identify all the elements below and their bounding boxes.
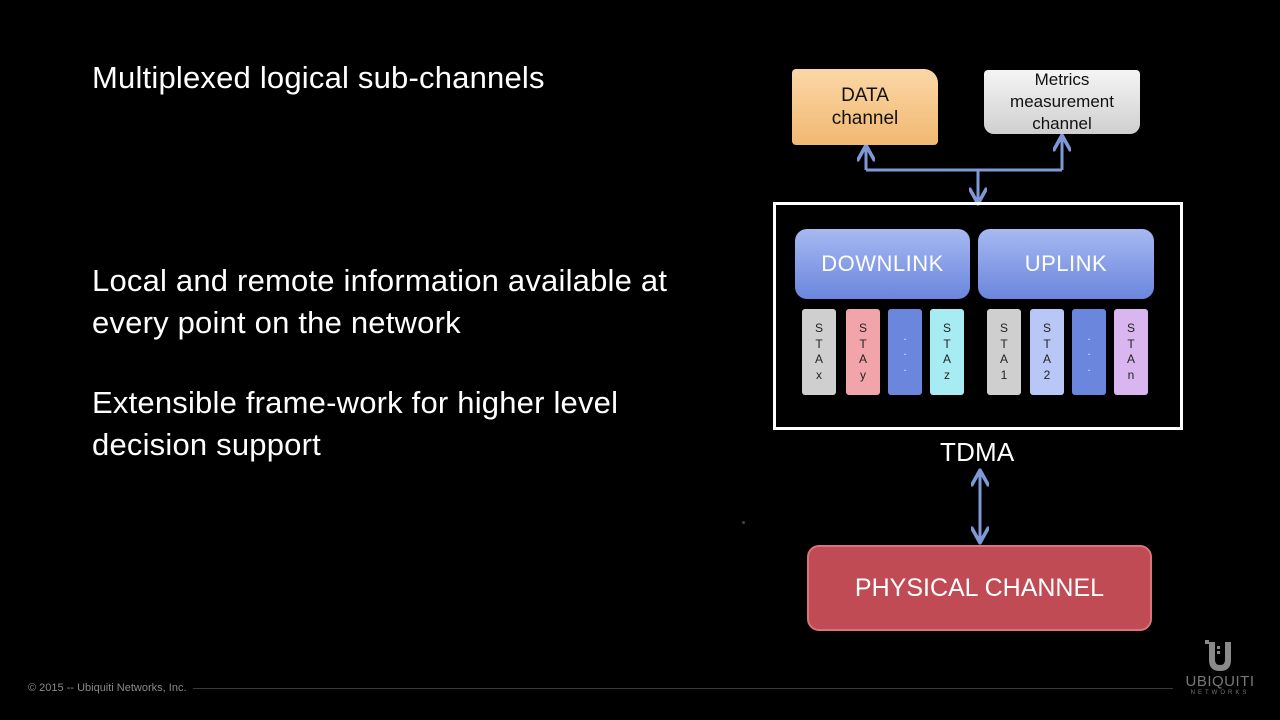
slot-char: T	[1000, 336, 1008, 351]
slot-char: A	[1126, 352, 1135, 366]
slot-char: .	[903, 344, 907, 359]
slot-char: n	[1127, 367, 1135, 382]
slot-char: S	[858, 321, 867, 335]
bullet-local-remote: Local and remote information available a…	[92, 263, 668, 340]
ubiquiti-u-icon	[1205, 640, 1231, 671]
slot-char: T	[943, 336, 951, 351]
uplink-slot-3: ...	[1072, 309, 1106, 395]
slot-char: A	[999, 352, 1008, 366]
slot-char: z	[944, 367, 950, 382]
slot-char: .	[1087, 359, 1091, 374]
data-channel-label: DATA channel	[831, 85, 899, 129]
downlink-label: DOWNLINK	[821, 251, 944, 276]
slide-title: Multiplexed logical sub-channels	[92, 60, 545, 95]
tdma-frame	[773, 202, 1183, 430]
slot-char: .	[903, 359, 907, 374]
metrics-channel-box: Metrics measurement channel	[984, 70, 1140, 134]
slot-char: x	[816, 367, 822, 382]
slot-char: T	[1043, 336, 1051, 351]
slot-char: S	[1126, 321, 1135, 335]
slot-char: .	[1087, 328, 1091, 343]
tdma-label: TDMA	[940, 437, 1015, 467]
physical-channel-box: PHYSICAL CHANNEL	[807, 545, 1152, 631]
slot-char: y	[860, 367, 866, 382]
slot-char: T	[815, 336, 823, 351]
copyright-text: © 2015 -- Ubiquiti Networks, Inc.	[28, 682, 187, 694]
slot-char: A	[1042, 352, 1051, 366]
slot-char: S	[814, 321, 823, 335]
slot-char: 2	[1043, 367, 1051, 382]
slot-char: 1	[1000, 367, 1008, 382]
slot-char: S	[999, 321, 1008, 335]
metrics-channel-label: Metrics measurement channel	[1010, 70, 1114, 133]
slot-char: T	[1127, 336, 1135, 351]
slot-char: S	[942, 321, 951, 335]
downlink-block: DOWNLINK	[795, 229, 970, 299]
slot-char: A	[942, 352, 951, 366]
physical-channel-label: PHYSICAL CHANNEL	[854, 573, 1105, 602]
slot-char: T	[859, 336, 867, 351]
uplink-block: UPLINK	[978, 229, 1154, 299]
bullet-extensible: Extensible frame-work for higher level d…	[92, 385, 619, 462]
footer-divider	[193, 688, 1173, 689]
slot-char: A	[814, 352, 823, 366]
logo-subtext: NETWORKS	[1190, 690, 1250, 696]
ubiquiti-logo: UBIQUITI NETWORKS	[1182, 640, 1258, 700]
stray-dot	[742, 521, 745, 524]
downlink-slot-3: ...	[888, 309, 922, 395]
slot-char: .	[903, 328, 907, 343]
slot-char: .	[1087, 344, 1091, 359]
slot-char: A	[858, 352, 867, 366]
slot-char: S	[1042, 321, 1051, 335]
logo-wordmark: UBIQUITI	[1185, 673, 1255, 690]
data-channel-box: DATA channel	[792, 69, 938, 145]
uplink-label: UPLINK	[1024, 251, 1108, 276]
